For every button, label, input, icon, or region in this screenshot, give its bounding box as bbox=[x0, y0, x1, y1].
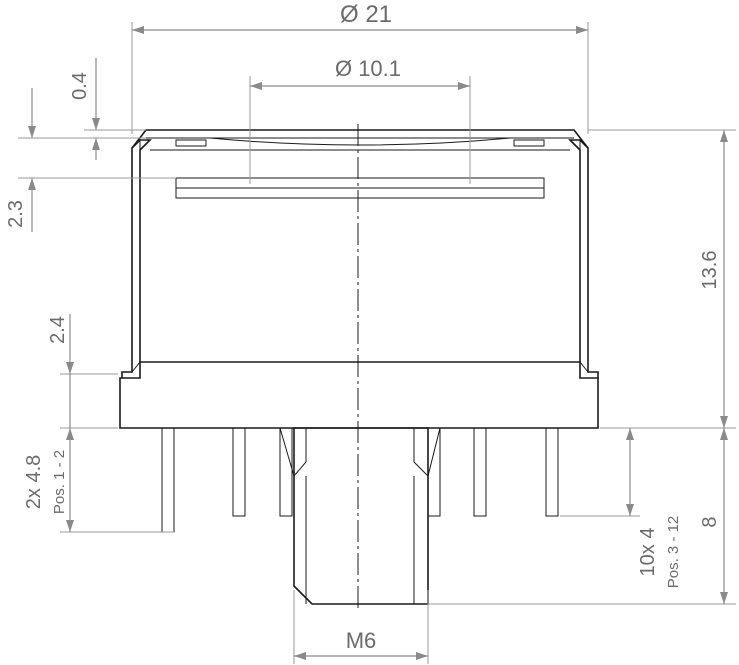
pin-2 bbox=[232, 427, 246, 517]
label-thread-length: 8 bbox=[699, 516, 721, 527]
label-gap: 0.4 bbox=[69, 72, 91, 100]
label-height: 13.6 bbox=[699, 251, 721, 290]
membrane-window bbox=[250, 180, 470, 186]
dimensions: Ø 21 Ø 10.1 0.4 2.3 2.4 2x 4.8 Pos. 1 - … bbox=[5, 1, 736, 664]
cap-wall-right-hatch bbox=[579, 138, 589, 374]
base-flange bbox=[119, 361, 599, 429]
label-long-pins: 10x 4 bbox=[637, 528, 659, 577]
threaded-stem bbox=[293, 427, 429, 605]
cap-wall-right bbox=[568, 139, 599, 378]
pin-5 bbox=[473, 427, 487, 517]
label-outer-diameter: Ø 21 bbox=[340, 1, 392, 28]
stem-groove-right bbox=[413, 427, 441, 477]
label-thread: M6 bbox=[346, 628, 377, 653]
label-membrane: 2.3 bbox=[5, 200, 27, 228]
cap-wall-left-hatch bbox=[131, 138, 141, 374]
rim-right-seal bbox=[513, 139, 545, 147]
pin-4 bbox=[427, 427, 441, 517]
label-inner-diameter: Ø 10.1 bbox=[335, 56, 401, 81]
cap-top-rim bbox=[131, 129, 589, 149]
label-short-pins: 2x 4.8 bbox=[23, 455, 45, 509]
label-flange: 2.4 bbox=[47, 316, 69, 344]
cap-wall-left bbox=[121, 139, 152, 378]
sensor-body bbox=[119, 124, 599, 612]
pin-6 bbox=[545, 427, 559, 517]
rim-left-seal bbox=[175, 139, 207, 147]
label-short-pins-pos: Pos. 1 - 2 bbox=[51, 450, 68, 514]
membrane-carrier bbox=[175, 187, 545, 199]
pin-3 bbox=[279, 427, 293, 517]
label-long-pins-pos: Pos. 3 - 12 bbox=[665, 516, 682, 589]
stem-groove-left bbox=[279, 427, 307, 478]
pin-1 bbox=[161, 427, 175, 533]
rim-curve bbox=[209, 137, 511, 146]
